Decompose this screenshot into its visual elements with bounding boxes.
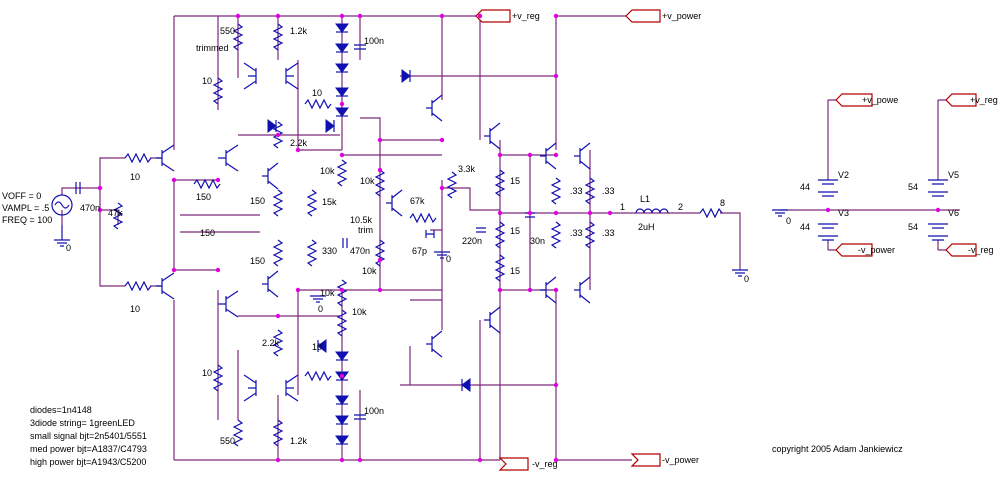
svg-text:V3: V3: [838, 208, 849, 218]
svg-text:10: 10: [202, 368, 212, 378]
port-vreg-neg: -v_reg: [532, 459, 558, 469]
svg-text:150: 150: [250, 256, 265, 266]
svg-text:L1: L1: [640, 194, 650, 204]
svg-text:trimmed: trimmed: [196, 43, 229, 53]
power-ports: [475, 9, 977, 471]
svg-text:trim: trim: [358, 225, 373, 235]
svg-text:10: 10: [130, 304, 140, 314]
resistors: [112, 23, 723, 447]
svg-text:220n: 220n: [462, 236, 482, 246]
svg-text:10k: 10k: [320, 166, 335, 176]
side-port-vreg-pos: +v_reg: [970, 95, 998, 105]
svg-text:54: 54: [908, 182, 918, 192]
svg-text:100n: 100n: [364, 406, 384, 416]
svg-text:10: 10: [130, 172, 140, 182]
svg-text:0: 0: [786, 216, 791, 226]
svg-text:47k: 47k: [108, 208, 123, 218]
svg-text:V6: V6: [948, 208, 959, 218]
svg-text:330: 330: [322, 246, 337, 256]
source-voff: VOFF = 0: [2, 191, 41, 201]
svg-text:0: 0: [446, 254, 451, 264]
port-labels: +v_reg +v_power -v_reg -v_power +v_powe …: [512, 11, 998, 469]
port-vreg-pos: +v_reg: [512, 11, 540, 21]
part-notes: diodes=1n4148 3diode string= 1greenLED s…: [30, 405, 147, 467]
junction-dots: [97, 13, 941, 463]
svg-text:10: 10: [312, 88, 322, 98]
svg-text:15: 15: [510, 176, 520, 186]
svg-text:1.2k: 1.2k: [290, 436, 308, 446]
svg-text:.33: .33: [602, 186, 615, 196]
source-freq: FREQ = 100: [2, 215, 52, 225]
inductor-l1: [635, 208, 669, 214]
svg-text:15: 15: [510, 226, 520, 236]
svg-text:550: 550: [220, 436, 235, 446]
ac-source: [51, 194, 73, 216]
svg-text:44: 44: [800, 182, 810, 192]
copyright: copyright 2005 Adam Jankiewicz: [772, 444, 903, 454]
capacitors: [75, 44, 535, 420]
svg-text:30n: 30n: [530, 236, 545, 246]
svg-text:150: 150: [250, 196, 265, 206]
svg-text:150: 150: [200, 228, 215, 238]
svg-text:.33: .33: [570, 228, 583, 238]
svg-text:67p: 67p: [412, 246, 427, 256]
svg-text:470n: 470n: [80, 203, 100, 213]
note-med-bjt: med power bjt=A1837/C4793: [30, 444, 147, 454]
svg-text:550: 550: [220, 26, 235, 36]
side-port-vpower-neg: -v_power: [858, 245, 895, 255]
svg-text:0: 0: [66, 243, 71, 253]
svg-text:2: 2: [678, 202, 683, 212]
svg-text:1.2k: 1.2k: [290, 26, 308, 36]
svg-text:10k: 10k: [352, 307, 367, 317]
svg-text:10.5k: 10.5k: [350, 215, 373, 225]
svg-text:V5: V5: [948, 170, 959, 180]
svg-text:44: 44: [800, 222, 810, 232]
supply-batteries: [818, 179, 948, 241]
note-diodes: diodes=1n4148: [30, 405, 92, 415]
svg-text:54: 54: [908, 222, 918, 232]
side-port-vreg-neg: -v_reg: [968, 245, 994, 255]
svg-text:2.2k: 2.2k: [290, 138, 308, 148]
svg-text:15: 15: [510, 266, 520, 276]
svg-text:0: 0: [318, 304, 323, 314]
source-vampl: VAMPL = .5: [2, 203, 49, 213]
note-led-string: 3diode string= 1greenLED: [30, 418, 135, 428]
note-small-bjt: small signal bjt=2n5401/5551: [30, 431, 147, 441]
svg-text:8: 8: [720, 198, 725, 208]
svg-text:0: 0: [744, 274, 749, 284]
svg-text:470n: 470n: [350, 246, 370, 256]
port-vpower-pos: +v_power: [662, 11, 701, 21]
svg-text:10k: 10k: [320, 288, 335, 298]
diodes: [267, 23, 471, 445]
note-high-bjt: high power bjt=A1943/C5200: [30, 457, 146, 467]
svg-text:10k: 10k: [360, 176, 375, 186]
component-labels: VOFF = 0 VAMPL = .5 FREQ = 100 0 550 1.2…: [2, 26, 959, 446]
ground-symbols: [54, 209, 788, 303]
svg-text:2.2k: 2.2k: [262, 338, 280, 348]
svg-text:10: 10: [312, 342, 322, 352]
svg-text:150: 150: [196, 192, 211, 202]
svg-text:2uH: 2uH: [638, 222, 655, 232]
svg-text:1: 1: [620, 202, 625, 212]
svg-text:15k: 15k: [322, 197, 337, 207]
svg-text:V2: V2: [838, 170, 849, 180]
svg-text:10k: 10k: [362, 266, 377, 276]
svg-text:100n: 100n: [364, 36, 384, 46]
svg-text:3.3k: 3.3k: [458, 164, 476, 174]
transistors: [156, 62, 591, 402]
svg-text:.33: .33: [602, 228, 615, 238]
svg-text:10: 10: [202, 76, 212, 86]
port-vpower-neg: -v_power: [662, 455, 699, 465]
side-port-vpowe: +v_powe: [862, 95, 898, 105]
svg-text:67k: 67k: [410, 196, 425, 206]
svg-text:.33: .33: [570, 186, 583, 196]
wires: [61, 15, 960, 461]
